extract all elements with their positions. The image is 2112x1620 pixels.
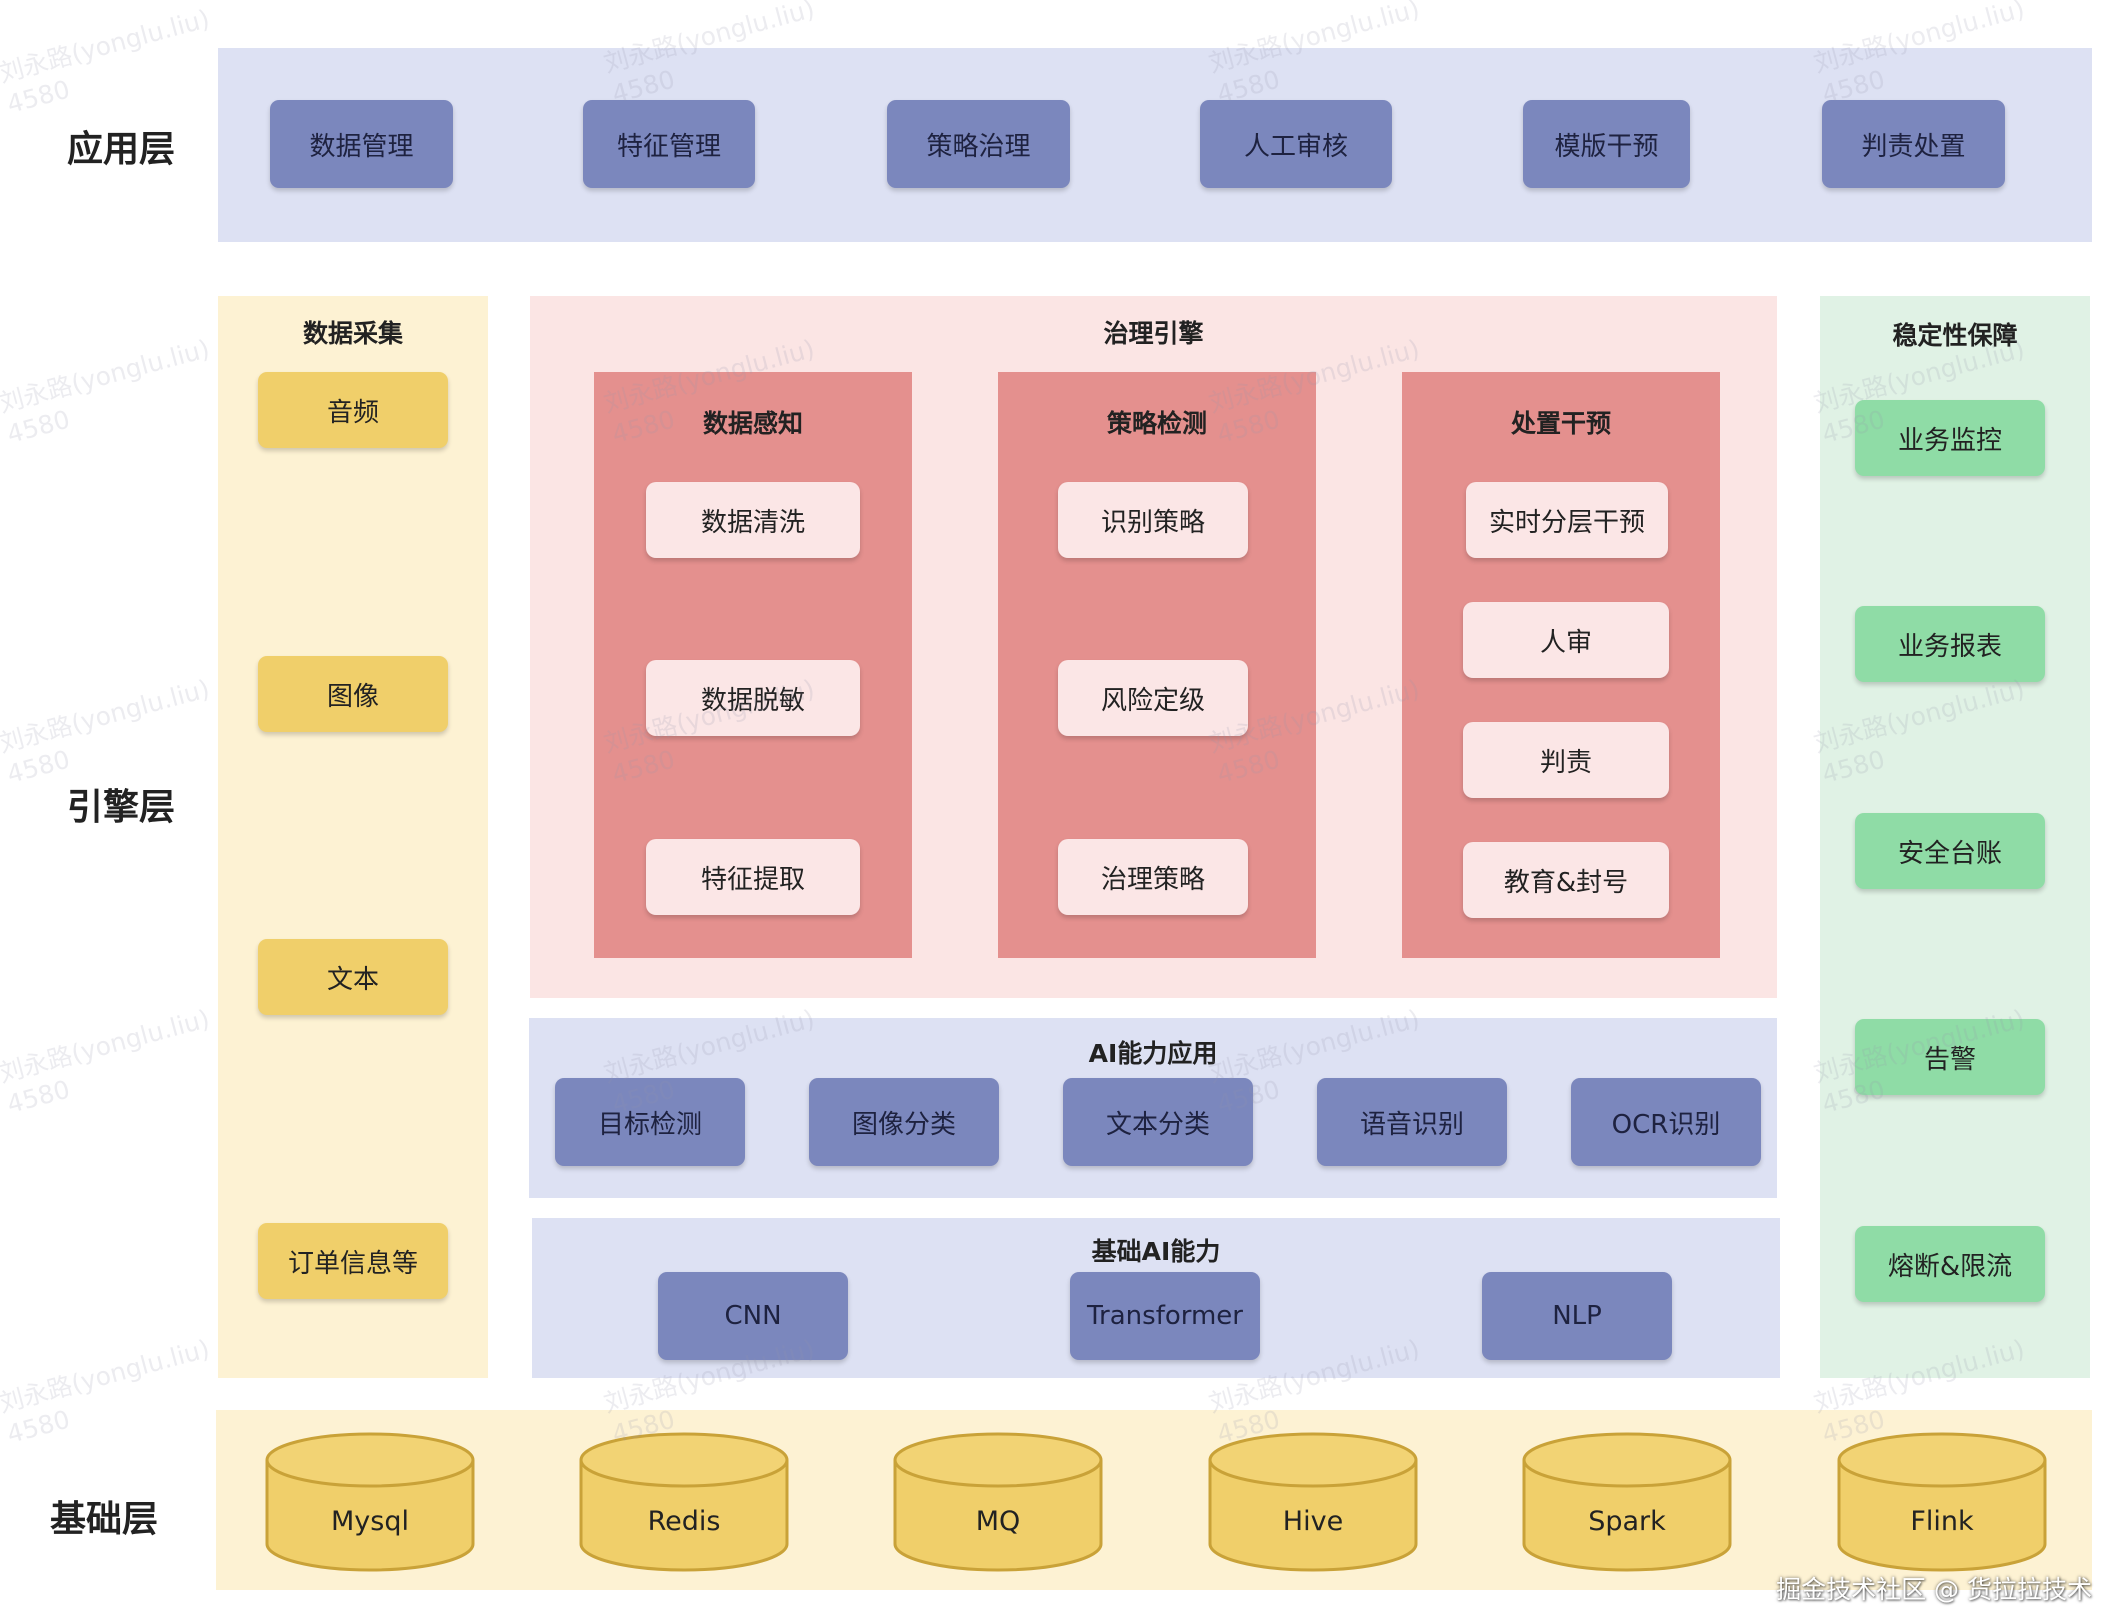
application-layer-label: 应用层 [67,129,176,170]
data-collection-title: 数据采集 [302,319,403,348]
db-mysql[interactable]: Mysql [264,1426,476,1576]
base-ai-panel: 基础AI能力 CNN Transformer NLP [532,1218,1780,1378]
database-cylinder-icon [1522,1432,1732,1572]
engine-layer-label: 引擎层 [67,787,176,828]
app-manual-review[interactable]: 人工审核 [1200,100,1392,188]
base-layer-label: 基础层 [50,1499,159,1540]
education-and-ban[interactable]: 教育&封号 [1463,842,1669,918]
ai-text-classification[interactable]: 文本分类 [1063,1078,1253,1166]
data-collection-panel: 数据采集 音频 图像 文本 订单信息等 [218,296,488,1378]
business-report[interactable]: 业务报表 [1855,606,2045,682]
column-disposal-intervention: 处置干预 实时分层干预 人审 判责 教育&封号 [1402,372,1720,958]
base-layer-band [216,1410,2092,1590]
ai-application-panel: AI能力应用 目标检测 图像分类 文本分类 语音识别 OCR识别 [529,1018,1777,1198]
strategy-detection-title: 策略检测 [1106,409,1207,438]
column-strategy-detection: 策略检测 识别策略 风险定级 治理策略 [998,372,1316,958]
risk-grading[interactable]: 风险定级 [1058,660,1248,736]
app-template-intervention[interactable]: 模版干预 [1523,100,1690,188]
watermark: 刘永路(yonglu.liu) 4580 [0,4,213,120]
base-ai-cnn[interactable]: CNN [658,1272,848,1360]
manual-review[interactable]: 人审 [1463,602,1669,678]
db-hive[interactable]: Hive [1207,1426,1419,1576]
ai-ocr-recognition[interactable]: OCR识别 [1571,1078,1761,1166]
governance-engine-panel: 治理引擎 数据感知 数据清洗 数据脱敏 特征提取 策略检测 识别策略 风险定级 … [530,296,1777,998]
base-ai-title: 基础AI能力 [1091,1237,1221,1266]
ai-object-detection[interactable]: 目标检测 [555,1078,745,1166]
base-ai-nlp[interactable]: NLP [1482,1272,1672,1360]
collection-order-info[interactable]: 订单信息等 [258,1223,448,1299]
realtime-tiered-intervention[interactable]: 实时分层干预 [1466,482,1668,558]
app-liability-disposal[interactable]: 判责处置 [1822,100,2005,188]
db-flink[interactable]: Flink [1836,1426,2048,1576]
watermark: 刘永路(yonglu.liu) 4580 [0,674,213,790]
database-cylinder-icon [265,1432,475,1572]
watermark: 刘永路(yonglu.liu) 4580 [0,1004,213,1120]
db-spark[interactable]: Spark [1521,1426,1733,1576]
watermark: 刘永路(yonglu.liu) 4580 [0,334,213,450]
disposal-intervention-title: 处置干预 [1510,409,1611,438]
alerting[interactable]: 告警 [1855,1019,2045,1095]
recognition-strategy[interactable]: 识别策略 [1058,482,1248,558]
collection-text[interactable]: 文本 [258,939,448,1015]
app-feature-management[interactable]: 特征管理 [583,100,755,188]
app-data-management[interactable]: 数据管理 [270,100,453,188]
db-label: Redis [647,1506,721,1537]
db-label: MQ [975,1506,1021,1537]
feature-extraction[interactable]: 特征提取 [646,839,860,915]
ai-image-classification[interactable]: 图像分类 [809,1078,999,1166]
source-credit: 掘金技术社区 @ 货拉拉技术 [1776,1575,2092,1604]
db-redis[interactable]: Redis [578,1426,790,1576]
db-label: Hive [1282,1506,1344,1537]
circuit-breaking-rate-limiting[interactable]: 熔断&限流 [1855,1226,2045,1302]
business-monitoring[interactable]: 业务监控 [1855,400,2045,476]
db-label: Spark [1588,1506,1666,1537]
database-cylinder-icon [1837,1432,2047,1572]
governance-engine-title: 治理引擎 [1103,319,1204,348]
database-cylinder-icon [893,1432,1103,1572]
db-label: Flink [1910,1506,1974,1537]
app-strategy-governance[interactable]: 策略治理 [887,100,1070,188]
data-cleaning[interactable]: 数据清洗 [646,482,860,558]
stability-title: 稳定性保障 [1892,321,2018,350]
column-data-perception: 数据感知 数据清洗 数据脱敏 特征提取 [594,372,912,958]
watermark: 刘永路(yonglu.liu) 4580 [0,1334,213,1450]
db-mq[interactable]: MQ [892,1426,1104,1576]
collection-audio[interactable]: 音频 [258,372,448,448]
db-label: Mysql [331,1506,409,1537]
data-masking[interactable]: 数据脱敏 [646,660,860,736]
collection-image[interactable]: 图像 [258,656,448,732]
base-ai-transformer[interactable]: Transformer [1070,1272,1260,1360]
application-layer-band: 数据管理 特征管理 策略治理 人工审核 模版干预 判责处置 [218,48,2092,242]
governance-strategy[interactable]: 治理策略 [1058,839,1248,915]
database-cylinder-icon [1208,1432,1418,1572]
ai-speech-recognition[interactable]: 语音识别 [1317,1078,1507,1166]
liability-judgment[interactable]: 判责 [1463,722,1669,798]
stability-panel: 稳定性保障 业务监控 业务报表 安全台账 告警 熔断&限流 [1820,296,2090,1378]
data-perception-title: 数据感知 [702,409,803,438]
database-cylinder-icon [579,1432,789,1572]
ai-application-title: AI能力应用 [1088,1039,1218,1068]
security-ledger[interactable]: 安全台账 [1855,813,2045,889]
